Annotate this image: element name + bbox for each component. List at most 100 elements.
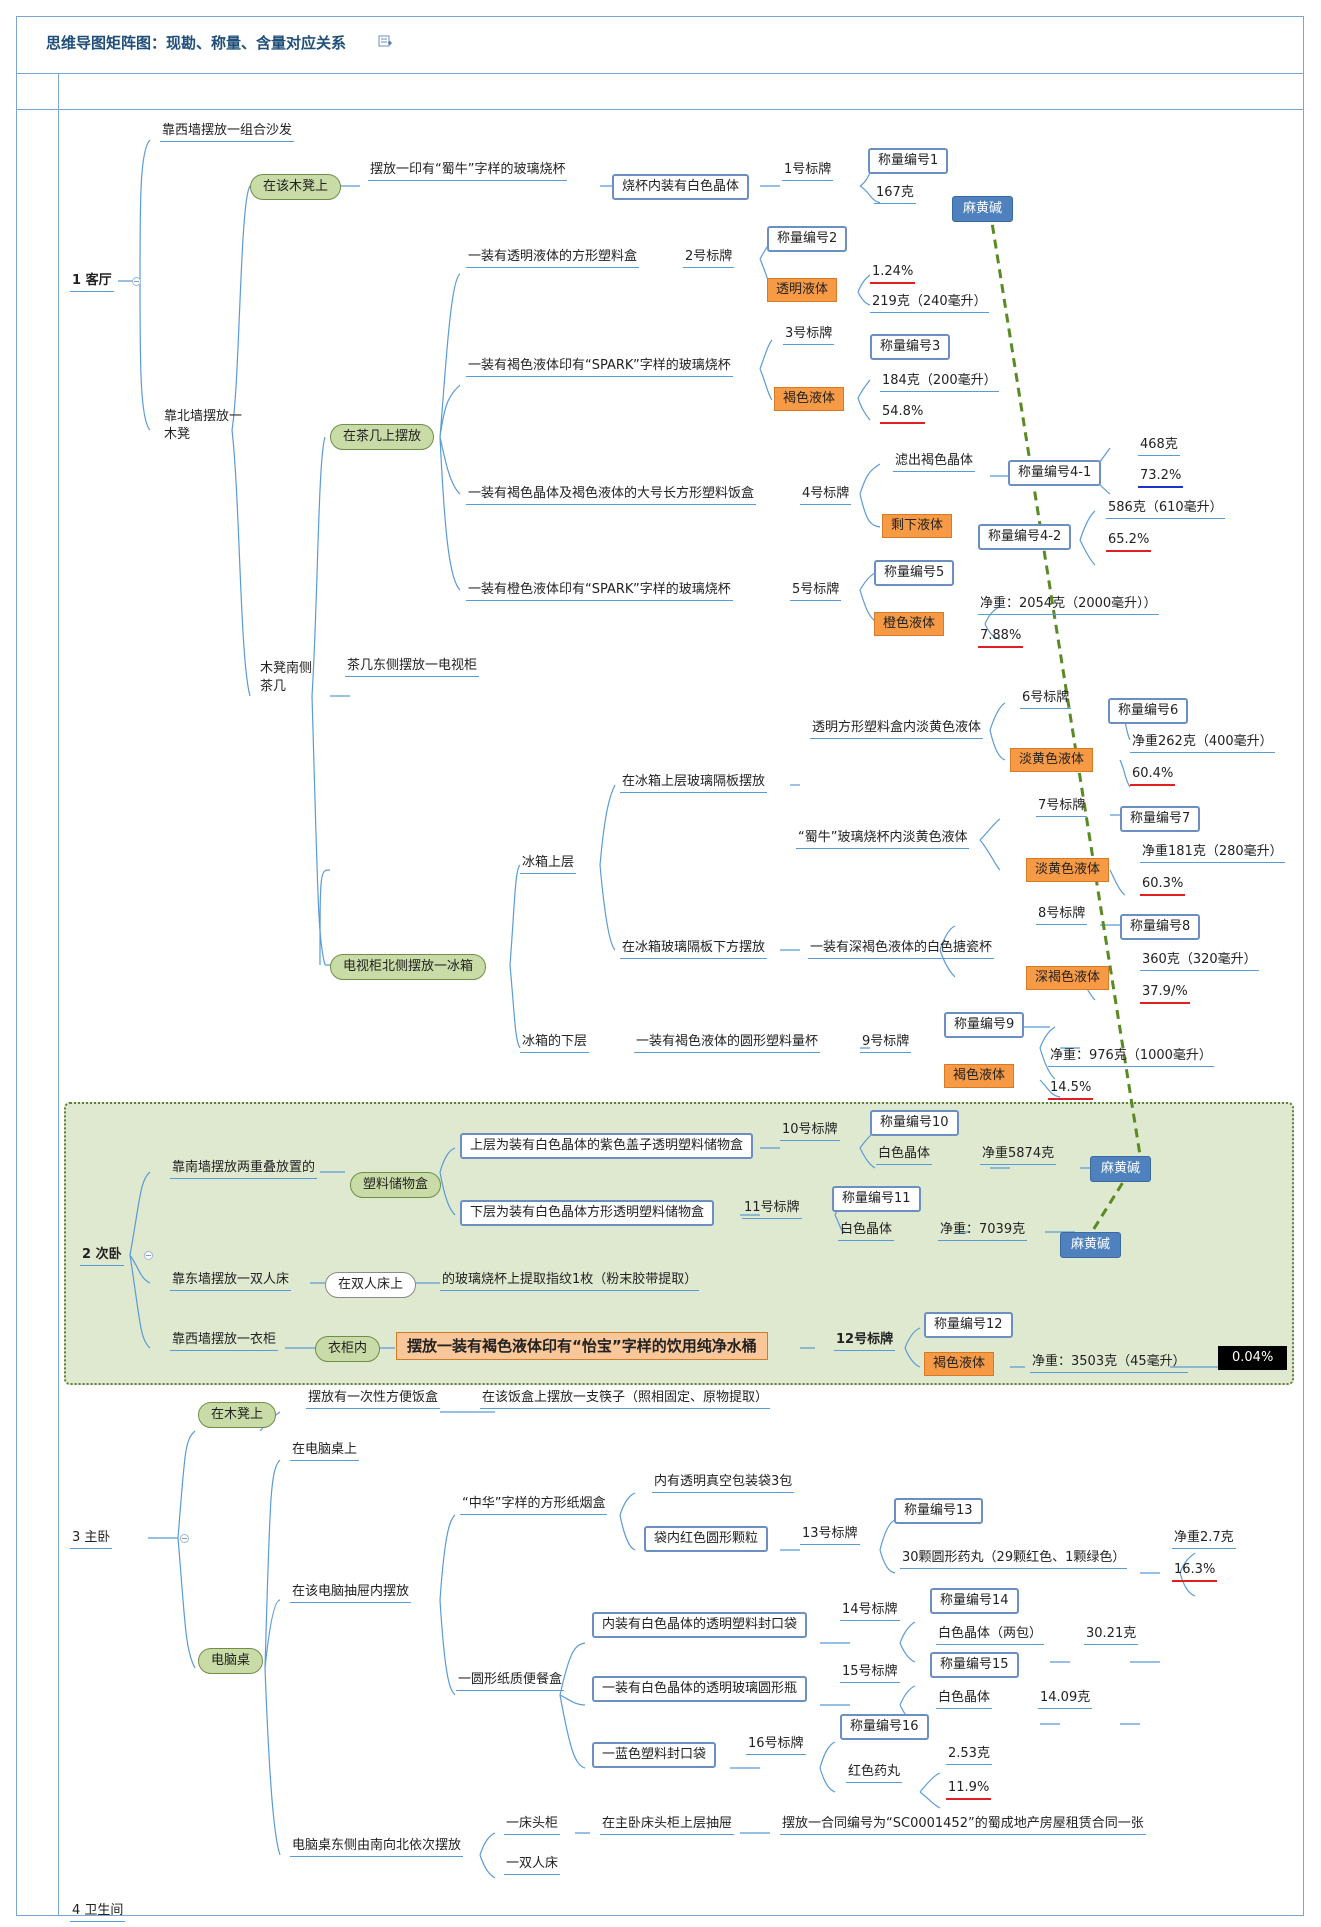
tag-11[interactable]: 11号标牌	[742, 1200, 802, 1219]
weigh-7[interactable]: 称量编号7	[1120, 806, 1201, 832]
percent-7[interactable]: 60.3%	[1140, 876, 1186, 896]
item-8[interactable]: 一装有深褐色液体的白色搪瓷杯	[808, 940, 995, 959]
desk-drawer[interactable]: 在该电脑抽屉内摆放	[290, 1584, 412, 1603]
tag-12[interactable]: 12号标牌	[834, 1332, 896, 1351]
tag-9[interactable]: 9号标牌	[860, 1034, 912, 1053]
value-10[interactable]: 净重5874克	[980, 1146, 1057, 1165]
weigh-4-1[interactable]: 称量编号4-1	[1008, 460, 1102, 486]
value-3[interactable]: 184克（200毫升）	[880, 373, 999, 392]
weigh-10[interactable]: 称量编号10	[870, 1110, 959, 1136]
on-bed-node[interactable]: 在双人床上	[325, 1272, 417, 1298]
chopsticks[interactable]: 在该饭盒上摆放一支筷子（照相固定、原物提取）	[480, 1390, 771, 1409]
collapse-toggle-master[interactable]	[180, 1534, 189, 1543]
liquid-8[interactable]: 深褐色液体	[1026, 966, 1110, 990]
value-14[interactable]: 30.21克	[1084, 1626, 1139, 1645]
master-double-bed[interactable]: 一双人床	[504, 1856, 561, 1875]
value-7[interactable]: 净重181克（280毫升）	[1140, 844, 1285, 863]
value-11[interactable]: 净重：7039克	[938, 1222, 1028, 1241]
fridge-shelf-under[interactable]: 在冰箱玻璃隔板下方摆放	[620, 940, 768, 959]
weigh-4-2[interactable]: 称量编号4-2	[978, 524, 1072, 550]
tag-1[interactable]: 1号标牌	[782, 162, 834, 181]
computer-desk-node[interactable]: 电脑桌	[198, 1648, 264, 1674]
percent-16[interactable]: 11.9%	[946, 1780, 992, 1800]
percent-5[interactable]: 7.88%	[978, 628, 1024, 648]
value-15[interactable]: 14.09克	[1038, 1690, 1093, 1709]
beaker-1[interactable]: 摆放一印有“蜀牛”字样的玻璃烧杯	[368, 162, 568, 181]
weigh-1-value[interactable]: 167克	[874, 185, 916, 204]
weigh-2[interactable]: 称量编号2	[767, 226, 848, 252]
pills-13[interactable]: 30颗圆形药丸（29颗红色、1颗绿色）	[900, 1550, 1128, 1569]
percent-4-2[interactable]: 65.2%	[1106, 532, 1152, 552]
tag-7[interactable]: 7号标牌	[1036, 798, 1088, 817]
room-bathroom[interactable]: 4 卫生间	[70, 1903, 126, 1922]
west-wall-wardrobe[interactable]: 靠西墙摆放一衣柜	[170, 1332, 279, 1351]
pills-16[interactable]: 红色药丸	[846, 1764, 903, 1783]
tv-cabinet[interactable]: 茶几东侧摆放一电视柜	[345, 658, 480, 677]
weigh-6[interactable]: 称量编号6	[1108, 698, 1189, 724]
tag-4[interactable]: 4号标牌	[800, 486, 852, 505]
percent-6[interactable]: 60.4%	[1130, 766, 1176, 786]
tag-15[interactable]: 15号标牌	[840, 1664, 900, 1683]
percent-13[interactable]: 16.3%	[1172, 1562, 1218, 1582]
collapse-toggle-living[interactable]	[132, 277, 141, 286]
tag-6[interactable]: 6号标牌	[1020, 690, 1072, 709]
weigh-11[interactable]: 称量编号11	[832, 1186, 921, 1212]
weigh-5[interactable]: 称量编号5	[874, 560, 955, 586]
item-5[interactable]: 一装有橙色液体印有“SPARK”字样的玻璃烧杯	[466, 582, 733, 601]
tag-16[interactable]: 16号标牌	[746, 1736, 806, 1755]
item-6[interactable]: 透明方形塑料盒内淡黄色液体	[810, 720, 984, 739]
weigh-13[interactable]: 称量编号13	[894, 1498, 983, 1524]
liquid-12[interactable]: 褐色液体	[924, 1352, 995, 1376]
value-2[interactable]: 219克（240毫升）	[870, 294, 989, 313]
room-second-bedroom[interactable]: 2 次卧	[80, 1247, 124, 1266]
master-on-stool-node[interactable]: 在木凳上	[198, 1402, 277, 1428]
liquid-3[interactable]: 褐色液体	[774, 387, 845, 411]
item-7[interactable]: “蜀牛”玻璃烧杯内淡黄色液体	[796, 830, 970, 849]
percent-9[interactable]: 14.5%	[1048, 1080, 1094, 1100]
percent-2[interactable]: 1.24%	[870, 264, 916, 284]
liquid-5[interactable]: 橙色液体	[874, 612, 945, 636]
value-9[interactable]: 净重：976克（1000毫升）	[1048, 1048, 1214, 1067]
weigh-1[interactable]: 称量编号1	[868, 148, 949, 174]
lower-storage-box[interactable]: 下层为装有白色晶体方形透明塑料储物盒	[460, 1200, 715, 1226]
ephedrine-label-10[interactable]: 麻黄碱	[1090, 1156, 1152, 1182]
value-6[interactable]: 净重262克（400毫升）	[1130, 734, 1275, 753]
solid-15[interactable]: 白色晶体	[936, 1690, 993, 1709]
liquid-6[interactable]: 淡黄色液体	[1010, 748, 1094, 772]
weigh-9[interactable]: 称量编号9	[944, 1012, 1025, 1038]
tag-13[interactable]: 13号标牌	[800, 1526, 860, 1545]
fridge-upper[interactable]: 冰箱上层	[520, 855, 577, 874]
liquid-2[interactable]: 透明液体	[767, 278, 838, 302]
weigh-8[interactable]: 称量编号8	[1120, 914, 1201, 940]
lunchbox[interactable]: 摆放有一次性方便饭盒	[306, 1390, 441, 1409]
fingerprint-note[interactable]: 的玻璃烧杯上提取指纹1枚（粉末胶带提取）	[440, 1272, 700, 1291]
percent-3[interactable]: 54.8%	[880, 404, 926, 424]
beaker-1-content[interactable]: 烧杯内装有白色晶体	[612, 174, 750, 200]
value-8[interactable]: 360克（320毫升）	[1140, 952, 1259, 971]
bottle-15[interactable]: 一装有白色晶体的透明玻璃圆形瓶	[592, 1676, 808, 1702]
value-4-2[interactable]: 586克（610毫升）	[1106, 500, 1225, 519]
vacuum-bags[interactable]: 内有透明真空包装袋3包	[652, 1474, 795, 1493]
value-12[interactable]: 净重：3503克（45毫升）	[1030, 1354, 1188, 1373]
paper-meal-box[interactable]: 一圆形纸质便餐盒	[456, 1672, 565, 1691]
room-master-bedroom[interactable]: 3 主卧	[70, 1530, 113, 1549]
solid-10[interactable]: 白色晶体	[876, 1146, 933, 1165]
edit-note-icon[interactable]	[378, 34, 392, 52]
bag-16[interactable]: 一蓝色塑料封口袋	[592, 1742, 717, 1768]
tag-5[interactable]: 5号标牌	[790, 582, 842, 601]
liquid-9[interactable]: 褐色液体	[944, 1064, 1015, 1088]
west-wall-sofa[interactable]: 靠西墙摆放一组合沙发	[160, 123, 295, 142]
weigh-12[interactable]: 称量编号12	[924, 1312, 1013, 1338]
lease-contract[interactable]: 摆放一合同编号为“SC0001452”的蜀成地产房屋租赁合同一张	[780, 1816, 1146, 1835]
north-wall-stool[interactable]: 靠北墙摆放一木凳	[164, 409, 243, 442]
east-wall-bed[interactable]: 靠东墙摆放一双人床	[170, 1272, 292, 1291]
water-bucket[interactable]: 摆放一装有褐色液体印有“怡宝”字样的饮用纯净水桶	[396, 1332, 768, 1360]
item-4[interactable]: 一装有褐色晶体及褐色液体的大号长方形塑料饭盒	[466, 486, 757, 505]
tag-8[interactable]: 8号标牌	[1036, 906, 1088, 925]
value-5[interactable]: 净重：2054克（2000毫升））	[978, 596, 1159, 615]
liquid-7[interactable]: 淡黄色液体	[1026, 858, 1110, 882]
percent-12[interactable]: 0.04%	[1218, 1346, 1288, 1370]
room-living[interactable]: 1 客厅	[70, 273, 114, 292]
tag-14[interactable]: 14号标牌	[840, 1602, 900, 1621]
cigarette-box[interactable]: “中华”字样的方形纸烟盒	[460, 1496, 608, 1515]
